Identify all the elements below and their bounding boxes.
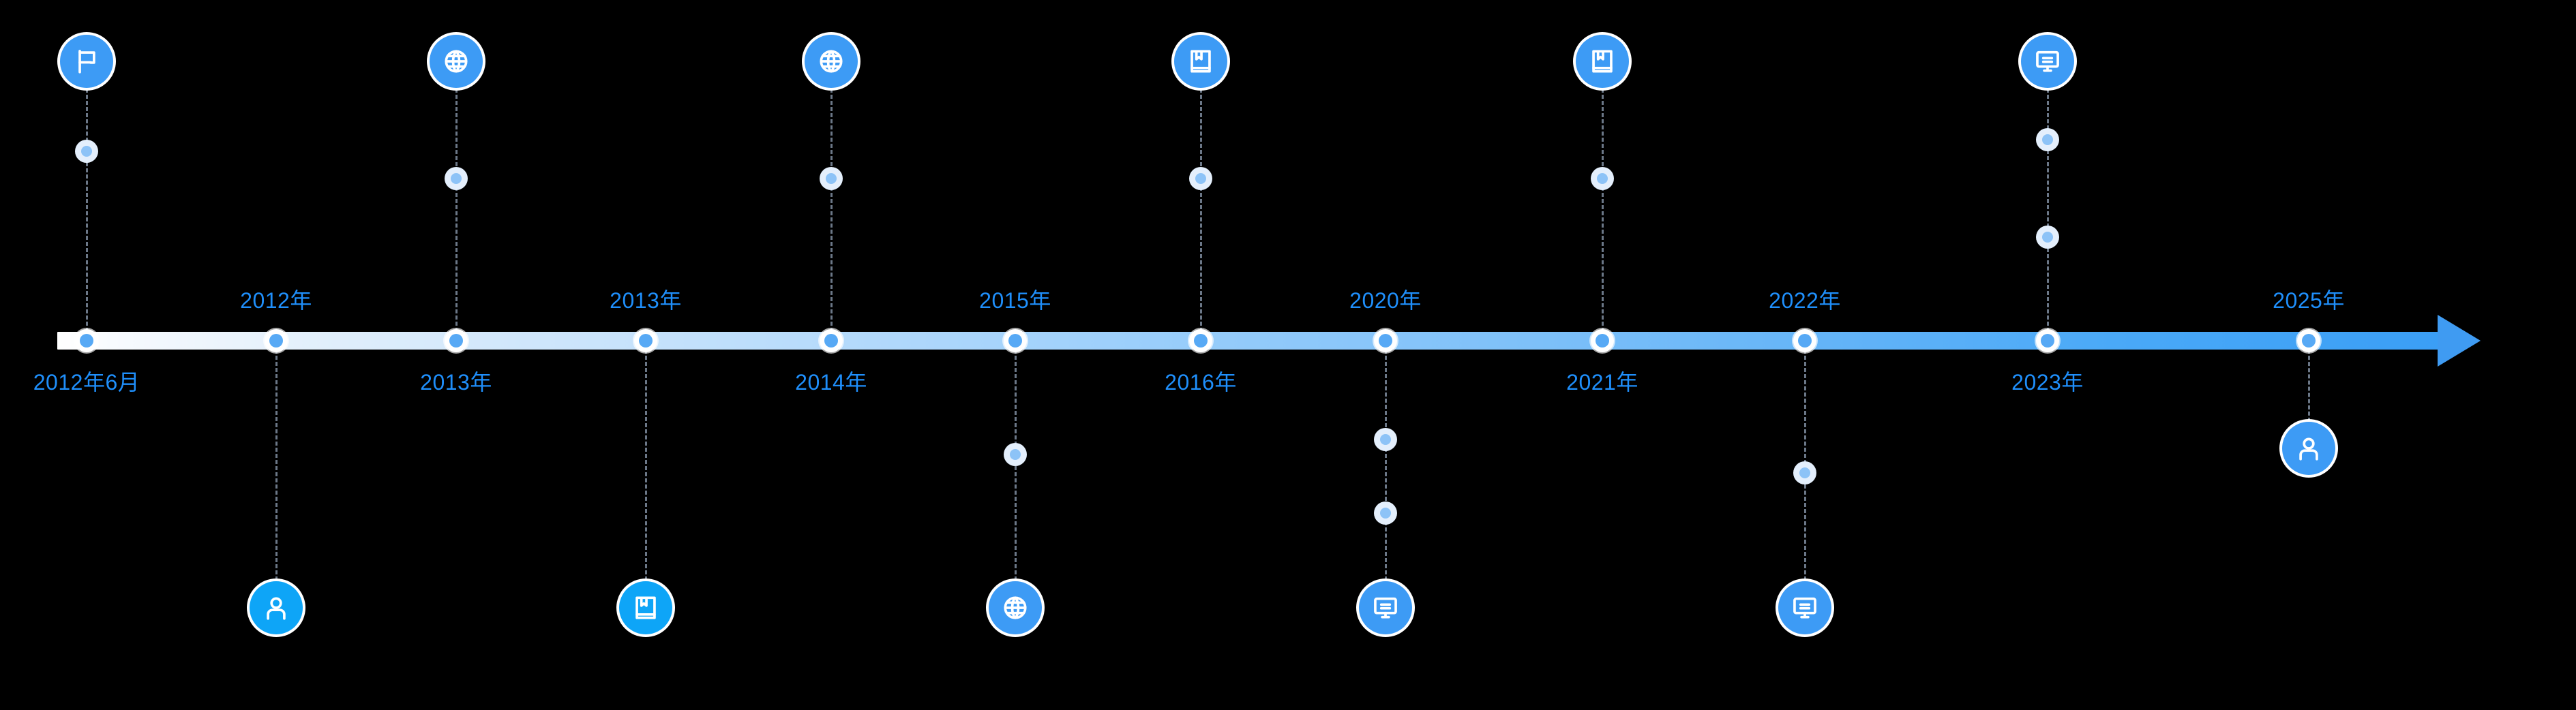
connector-line [2308, 350, 2310, 422]
connector-dot[interactable] [1004, 443, 1027, 466]
timeline-axis-bar [57, 332, 2447, 350]
timeline-node[interactable] [2297, 329, 2320, 352]
timeline-node[interactable] [634, 329, 657, 352]
timeline-node[interactable] [1189, 329, 1212, 352]
timeline-node[interactable] [1793, 329, 1816, 352]
milestone-badge-globe[interactable] [430, 35, 483, 88]
connector-dot[interactable] [1189, 167, 1212, 190]
board-icon [2033, 47, 2062, 76]
year-label: 2013年 [420, 370, 492, 395]
book-icon [1186, 47, 1215, 76]
globe-icon [1001, 593, 1030, 622]
connector-dot[interactable] [2036, 226, 2059, 249]
connector-dot[interactable] [1793, 461, 1816, 484]
connector-dot[interactable] [1591, 167, 1614, 190]
board-icon [1371, 593, 1400, 622]
year-label: 2012年 [240, 288, 312, 313]
milestone-badge-flag[interactable] [60, 35, 113, 88]
year-label: 2014年 [795, 370, 867, 395]
milestone-badge-board[interactable] [1359, 581, 1412, 634]
flag-icon [72, 47, 101, 76]
year-label: 2012年6月 [33, 370, 140, 395]
timeline-node[interactable] [2036, 329, 2059, 352]
connector-line [645, 350, 647, 581]
connector-dot[interactable] [75, 140, 98, 163]
year-label: 2016年 [1165, 370, 1237, 395]
milestone-badge-globe[interactable] [805, 35, 858, 88]
year-label: 2015年 [979, 288, 1051, 313]
year-label: 2025年 [2273, 288, 2345, 313]
timeline-node[interactable] [1591, 329, 1614, 352]
connector-line [455, 89, 458, 332]
user-icon [2294, 434, 2323, 463]
book-icon [631, 593, 660, 622]
connector-dot[interactable] [1374, 501, 1397, 525]
year-label: 2020年 [1349, 288, 1422, 313]
connector-dot[interactable] [445, 167, 468, 190]
connector-line [275, 350, 278, 581]
globe-icon [817, 47, 845, 76]
connector-line [86, 89, 88, 332]
milestone-badge-user[interactable] [2282, 422, 2335, 475]
timeline-node[interactable] [445, 329, 468, 352]
connector-dot[interactable] [1374, 428, 1397, 451]
connector-dot[interactable] [820, 167, 843, 190]
timeline-arrow-icon [2438, 315, 2481, 367]
milestone-badge-globe[interactable] [989, 581, 1042, 634]
milestone-badge-book[interactable] [1576, 35, 1629, 88]
year-label: 2013年 [610, 288, 682, 313]
user-icon [262, 593, 290, 622]
timeline-node[interactable] [1004, 329, 1027, 352]
year-label: 2022年 [1769, 288, 1841, 313]
connector-line [1385, 350, 1387, 581]
connector-line [830, 89, 833, 332]
book-icon [1588, 47, 1617, 76]
connector-dot[interactable] [2036, 128, 2059, 151]
timeline-node[interactable] [820, 329, 843, 352]
timeline-node[interactable] [1374, 329, 1397, 352]
connector-line [2047, 89, 2049, 332]
timeline-node[interactable] [265, 329, 288, 352]
milestone-badge-book[interactable] [619, 581, 672, 634]
milestone-badge-user[interactable] [250, 581, 303, 634]
year-label: 2023年 [2011, 370, 2084, 395]
timeline-node[interactable] [75, 329, 98, 352]
milestone-badge-board[interactable] [1778, 581, 1831, 634]
connector-line [1602, 89, 1604, 332]
milestone-badge-board[interactable] [2021, 35, 2074, 88]
globe-icon [442, 47, 470, 76]
connector-line [1200, 89, 1202, 332]
year-label: 2021年 [1566, 370, 1638, 395]
board-icon [1791, 593, 1819, 622]
milestone-badge-book[interactable] [1174, 35, 1227, 88]
